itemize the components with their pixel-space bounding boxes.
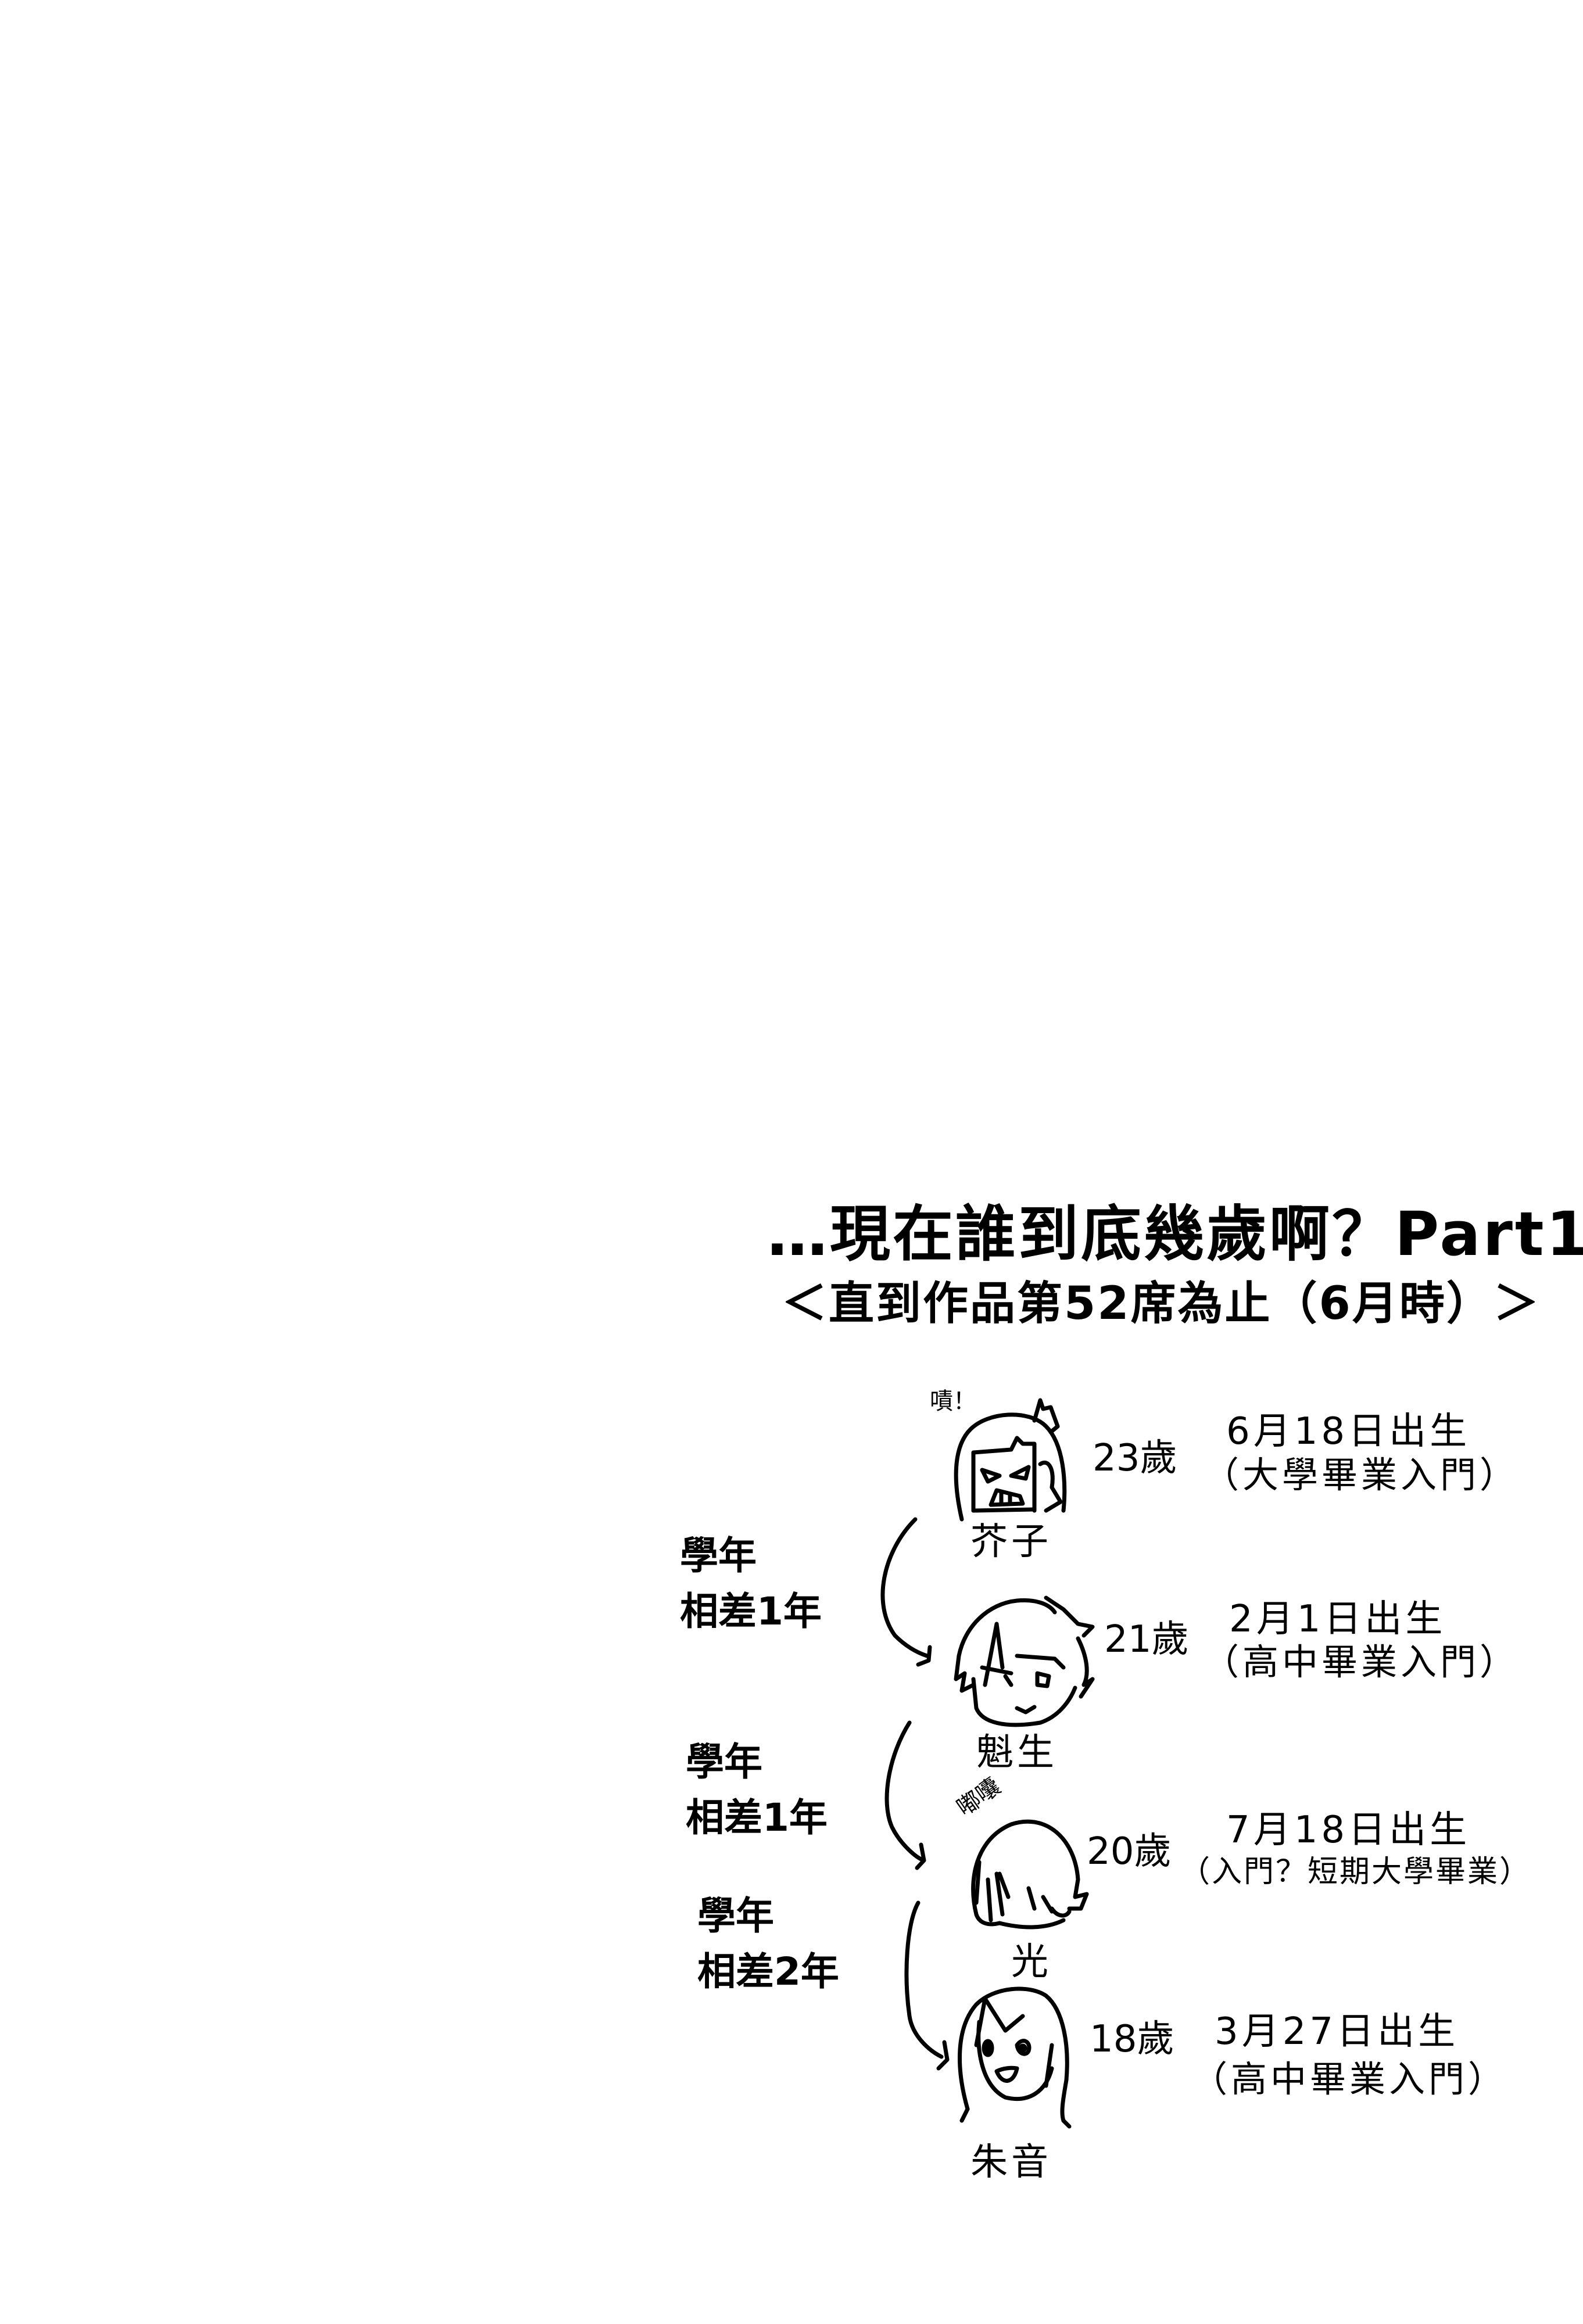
character-note: （高中畢業入門） [1203,1641,1520,1683]
character-age: 23歲 [1093,1437,1177,1480]
page-subtitle: ＜直到作品第52席為止（6月時）＞ [782,1278,1541,1330]
sfx-mumble: 嘟囔 [952,1773,1006,1822]
character-note: （高中畢業入門） [1191,2058,1508,2100]
character-face-kaisei [954,1595,1095,1727]
grade-gap-line1: 學年 [686,1740,762,1784]
character-note: （大學畢業入門） [1203,1454,1520,1496]
character-name: 朱音 [970,2141,1052,2184]
character-name: 魁生 [976,1731,1058,1774]
sfx-tsk: 嘖！ [930,1388,976,1415]
character-age: 20歲 [1087,1830,1172,1873]
grade-gap-line1: 學年 [697,1893,774,1938]
character-name: 芥子 [970,1520,1052,1563]
character-birthday: 3月27日出生 [1215,2010,1459,2053]
character-face-akane [957,1986,1072,2129]
grade-gap-line1: 學年 [680,1533,757,1578]
character-birthday: 6月18日出生 [1226,1410,1471,1453]
grade-gap-line2: 相差1年 [686,1795,828,1840]
grade-gap-line2: 相差1年 [680,1588,822,1634]
character-age: 21歲 [1104,1618,1189,1661]
grade-gap-label: 學年 相差1年 [686,1734,828,1845]
character-birthday: 2月1日出生 [1229,1598,1446,1641]
character-note: （入門？短期大學畢業） [1180,1855,1532,1889]
grade-gap-label: 學年 相差1年 [680,1528,822,1639]
character-face-hikari [971,1819,1089,1930]
character-name: 光 [1011,1941,1052,1984]
grade-gap-label: 學年 相差2年 [697,1888,839,1999]
arrow-icon [904,1900,950,2071]
character-birthday: 7月18日出生 [1226,1809,1471,1852]
character-age: 18歲 [1090,2018,1174,2061]
page-title: …現在誰到底幾歲啊？Part1 [767,1199,1583,1269]
grade-gap-line2: 相差2年 [697,1949,839,1994]
arrow-icon [880,1517,932,1667]
arrow-icon [884,1720,926,1870]
character-face-kaiko [954,1398,1067,1522]
